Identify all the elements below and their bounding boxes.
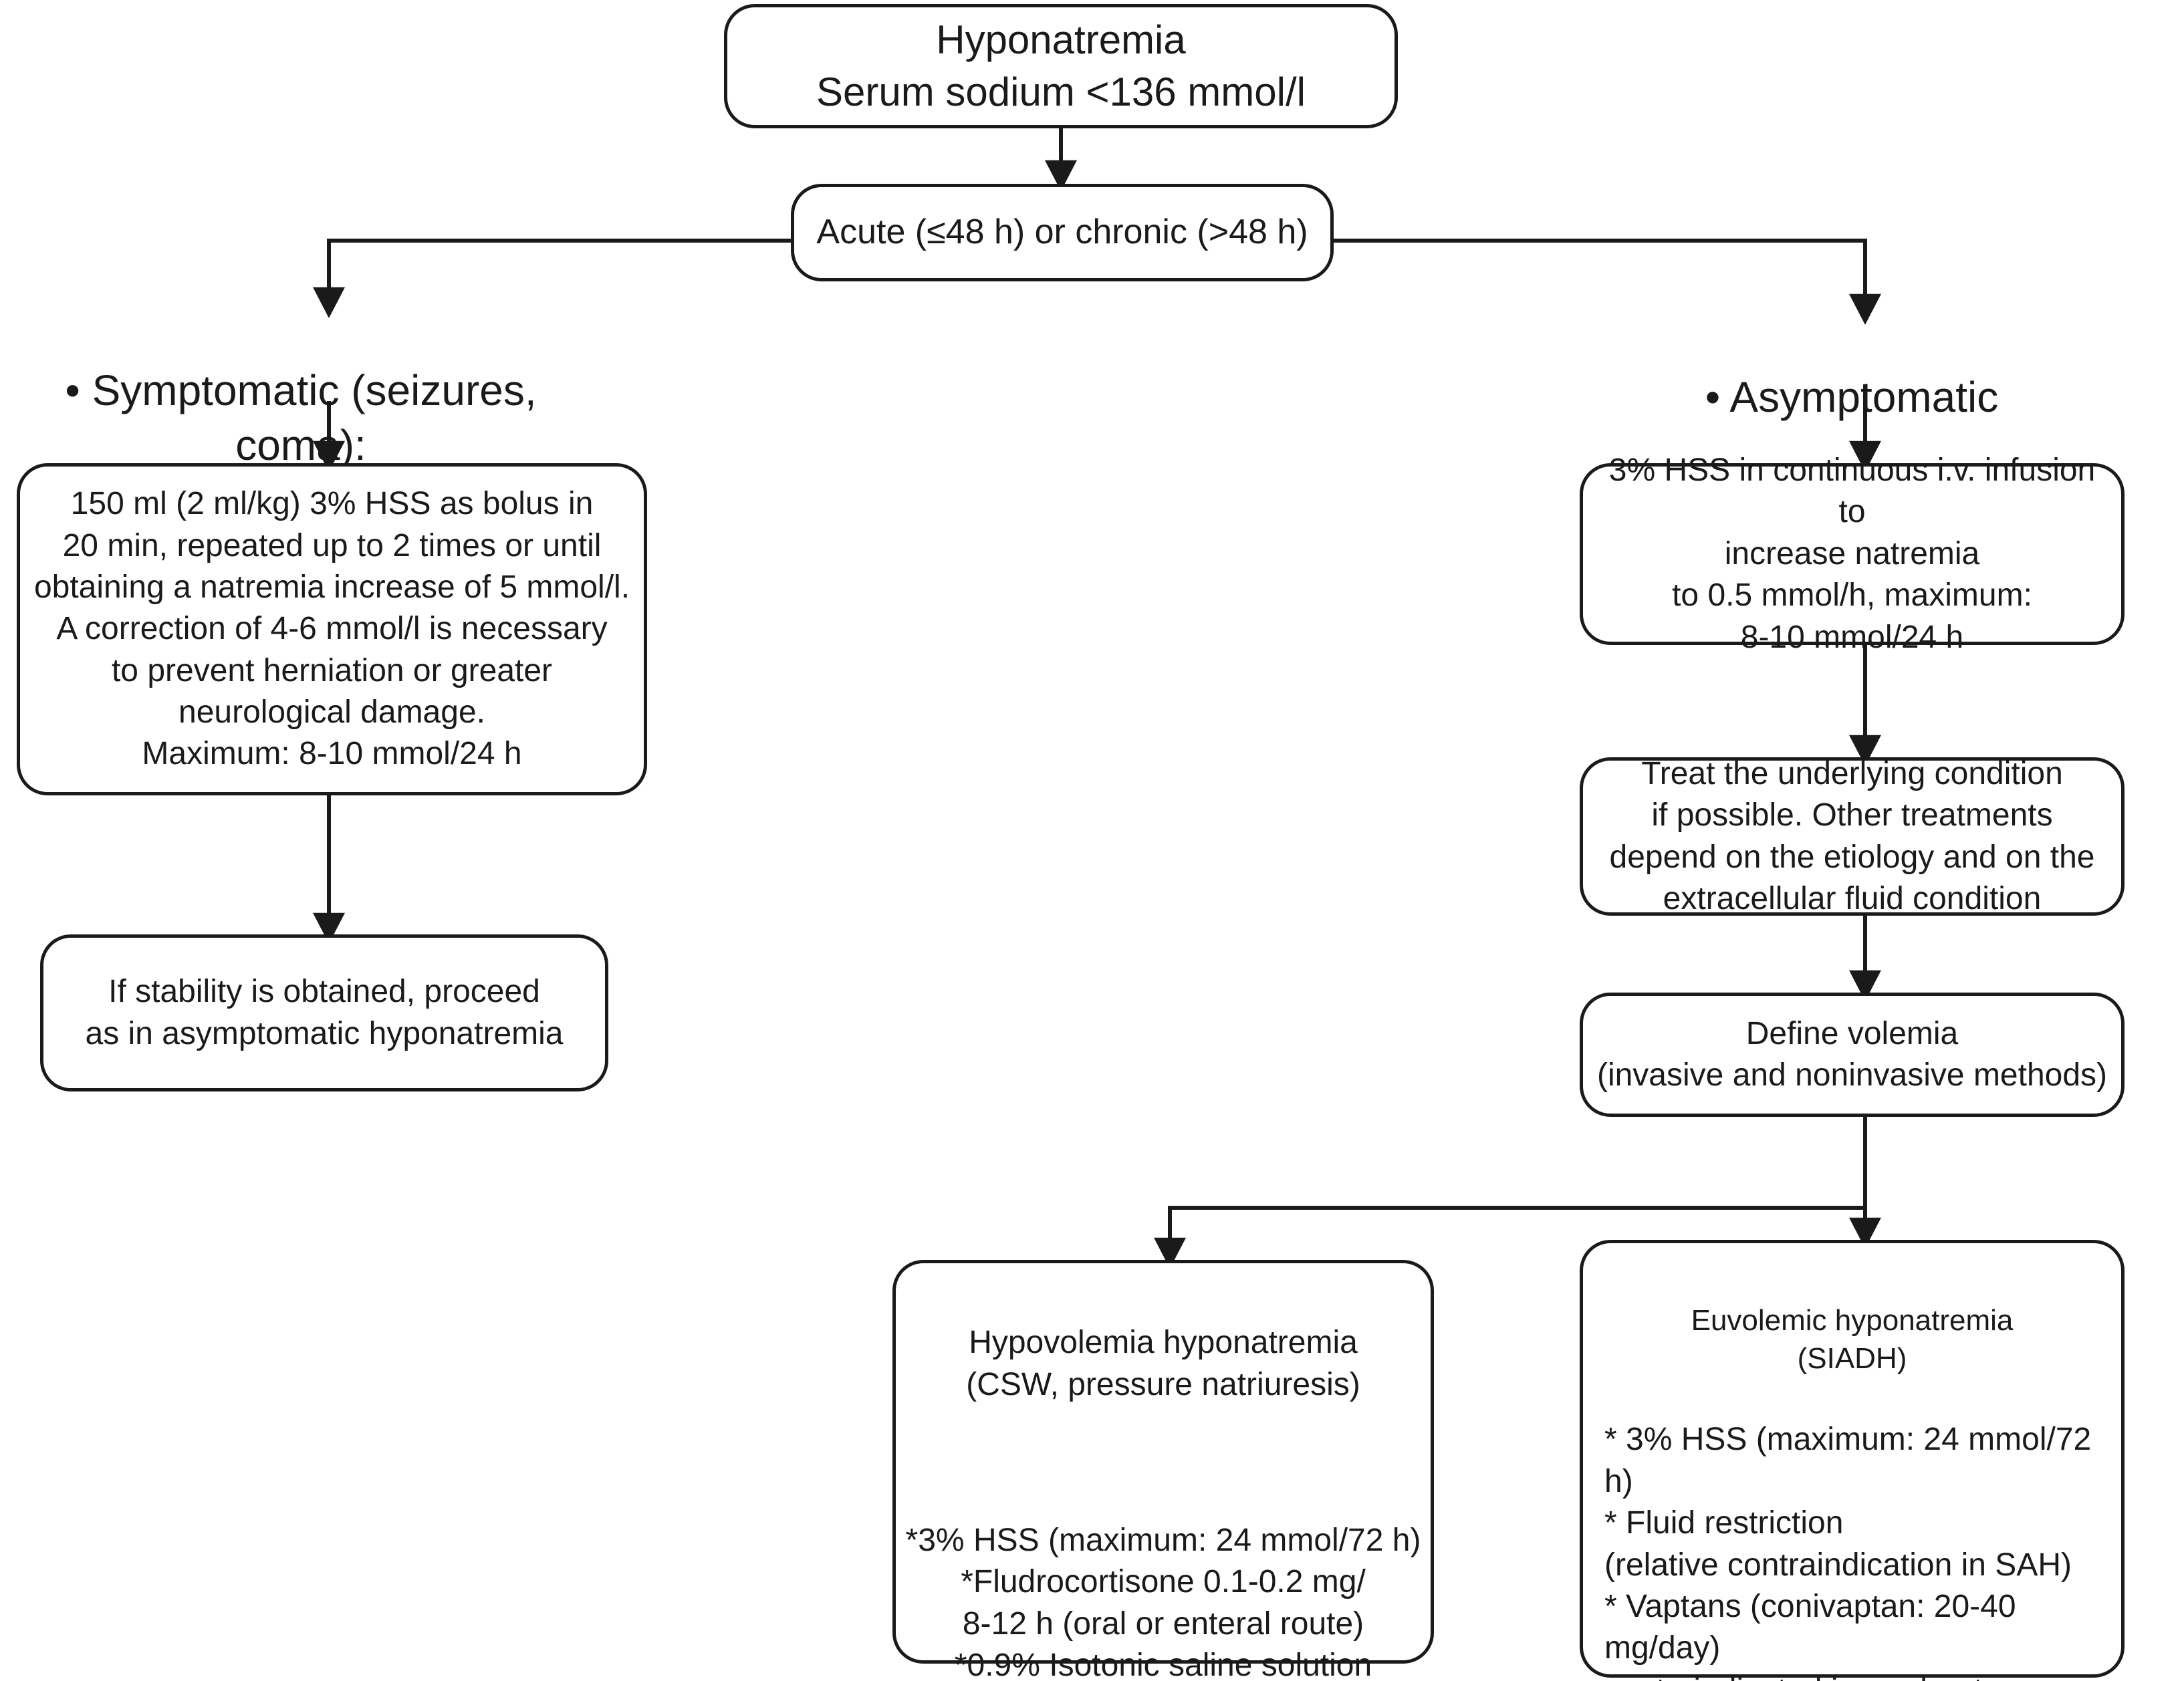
node-define-volemia: Define volemia (invasive and noninvasive… (1580, 993, 2125, 1117)
edge-onset-to-asymptomatic (1334, 239, 1881, 326)
node-treat-underlying-condition-label: Treat the underlying condition if possib… (1609, 755, 2095, 916)
node-treat-underlying-condition: Treat the underlying condition if possib… (1580, 756, 2125, 916)
node-stability-obtained: If stability is obtained, proceed as in … (40, 934, 608, 1091)
node-define-volemia-label: Define volemia (invasive and noninvasive… (1596, 1015, 2108, 1093)
node-acute-or-chronic: Acute (≤48 h) or chronic (>48 h) (791, 184, 1334, 281)
caption-asymptomatic-branch: • Asymptomatic (1564, 315, 2139, 425)
node-hyponatremia-root-label: Hyponatremia Serum sodium <136 mmol/l (816, 17, 1306, 114)
node-hss-bolus-protocol-label: 150 ml (2 ml/kg) 3% HSS as bolus in 20 m… (33, 486, 630, 772)
node-euvolemic-hyponatremia-siadh-body: * 3% HSS (maximum: 24 mmol/72 h) * Fluid… (1604, 1422, 2092, 1681)
node-hyponatremia-root: Hyponatremia Serum sodium <136 mmol/l (724, 4, 1398, 128)
caption-asymptomatic-branch-label: • Asymptomatic (1705, 372, 1999, 421)
node-euvolemic-hyponatremia-siadh-heading: Euvolemic hyponatremia (SIADH) (1691, 1304, 2014, 1375)
node-hypovolemia-hyponatremia-body: *3% HSS (maximum: 24 mmol/72 h) *Fludroc… (905, 1522, 1421, 1681)
node-hss-continuous-infusion-label: 3% HSS in continuous i.v. infusion to in… (1608, 452, 2096, 655)
node-hss-continuous-infusion: 3% HSS in continuous i.v. infusion to in… (1580, 452, 2125, 655)
node-stability-obtained-label: If stability is obtained, proceed as in … (85, 974, 564, 1051)
node-hypovolemia-hyponatremia-heading: Hypovolemia hyponatremia (CSW, pressure … (966, 1325, 1360, 1402)
edge-volemia-to-hypovolemia (1154, 1117, 1867, 1269)
edge-onset-to-symptomatic (313, 239, 791, 319)
node-acute-or-chronic-label: Acute (≤48 h) or chronic (>48 h) (816, 213, 1308, 252)
spacer (905, 1448, 1421, 1478)
node-hss-bolus-protocol: 150 ml (2 ml/kg) 3% HSS as bolus in 20 m… (17, 463, 647, 795)
node-hypovolemia-hyponatremia: Hypovolemia hyponatremia (CSW, pressure … (892, 1260, 1434, 1681)
node-euvolemic-hyponatremia-siadh: Euvolemic hyponatremia (SIADH) * 3% HSS … (1580, 1240, 2125, 1681)
